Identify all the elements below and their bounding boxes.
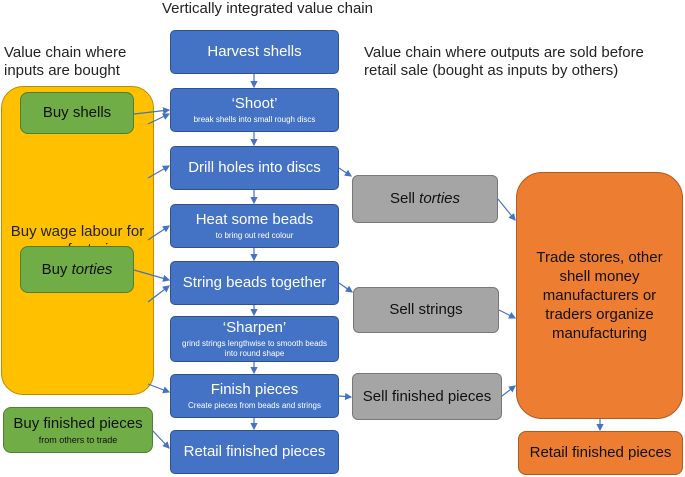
chain-step-sub: to bring out red colour <box>215 231 294 240</box>
finish-pieces-box: Finish pieces Create pieces from beads a… <box>170 374 339 418</box>
retail-finished-pieces-box: Retail finished pieces <box>170 430 339 474</box>
chain-step-sub: grind strings lengthwise to smooth beads… <box>182 339 327 358</box>
chain-step-title: Retail finished pieces <box>183 443 326 460</box>
sell-torties-label: Sell torties <box>389 190 461 207</box>
vertical-chain-heading: Vertically integrated value chain <box>162 0 373 17</box>
chain-step-title: ‘Sharpen’ <box>222 319 287 336</box>
retail-finished-pieces-right-box: Retail finished pieces <box>518 431 683 475</box>
retail-finished-pieces-right-label: Retail finished pieces <box>529 444 672 461</box>
buy-torties-box: Buy torties <box>20 246 134 293</box>
string-beads-box: String beads together <box>170 261 339 305</box>
input-arrow <box>147 225 170 241</box>
buy-finished-pieces-box: Buy finished pieces from others to trade <box>3 407 153 453</box>
buy-finished-pieces-title: Buy finished pieces <box>13 415 143 432</box>
trade-stores-label: Trade stores, other shell money manufact… <box>536 249 663 342</box>
output-arrow <box>497 198 516 221</box>
output-arrow <box>501 385 516 397</box>
sell-finished-pieces-label: Sell finished pieces <box>362 387 492 405</box>
input-arrow <box>133 107 171 115</box>
chain-step-sub: break shells into small rough discs <box>193 115 316 124</box>
sell-strings-label: Sell strings <box>389 301 463 318</box>
output-arrow <box>338 282 353 293</box>
buy-shells-label: Buy shells <box>42 104 112 121</box>
buy-wage-labour-box: Buy wage labour for manufacturing <box>1 86 154 395</box>
buy-finished-pieces-sub: from others to trade <box>38 435 118 445</box>
shoot-box: ‘Shoot’ break shells into small rough di… <box>170 88 339 132</box>
input-arrow <box>147 285 170 303</box>
input-arrow <box>147 165 171 179</box>
input-arrow <box>147 113 171 125</box>
buy-torties-label: Buy torties <box>41 260 113 278</box>
outputs-sold-heading: Value chain where outputs are sold befor… <box>364 44 644 79</box>
chain-step-title: Finish pieces <box>210 381 299 398</box>
sell-strings-box: Sell strings <box>353 287 499 333</box>
input-arrow <box>133 269 171 282</box>
input-arrow <box>147 383 171 394</box>
harvest-shells-box: Harvest shells <box>170 30 339 74</box>
trade-stores-box: Trade stores, other shell money manufact… <box>516 172 683 419</box>
chain-step-title: ‘Shoot’ <box>231 95 278 112</box>
sell-torties-box: Sell torties <box>352 175 498 223</box>
chain-step-sub: Create pieces from beads and strings <box>188 401 321 410</box>
chain-step-title: Harvest shells <box>207 43 302 60</box>
chain-step-title: Heat some beads <box>195 211 314 228</box>
heat-beads-box: Heat some beads to bring out red colour <box>170 204 339 248</box>
sell-finished-pieces-box: Sell finished pieces <box>352 373 502 420</box>
inputs-bought-heading: Value chain where inputs are bought <box>4 44 127 79</box>
chain-step-title: String beads together <box>182 274 327 291</box>
output-arrow <box>498 309 517 319</box>
output-arrow <box>338 167 352 177</box>
buy-shells-box: Buy shells <box>20 92 134 134</box>
input-arrow <box>152 430 170 449</box>
chain-step-title: Drill holes into discs <box>188 159 321 176</box>
drill-holes-box: Drill holes into discs <box>170 146 339 190</box>
output-arrow <box>338 392 353 401</box>
sharpen-box: ‘Sharpen’ grind strings lengthwise to sm… <box>170 316 339 362</box>
